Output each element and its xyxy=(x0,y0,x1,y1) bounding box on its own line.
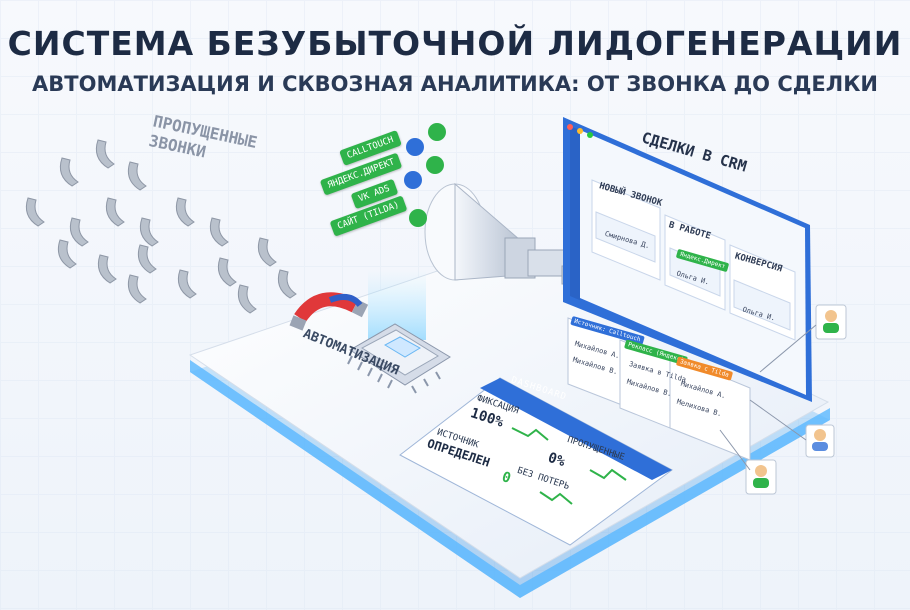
page-subtitle: АВТОМАТИЗАЦИЯ И СКВОЗНАЯ АНАЛИТИКА: ОТ З… xyxy=(32,72,878,96)
chip-icon xyxy=(347,323,451,394)
source-icons xyxy=(404,123,446,227)
page-title: СИСТЕМА БЕЗУБЫТОЧНОЙ ЛИДОГЕНЕРАЦИИ xyxy=(7,24,903,63)
magnet-icon xyxy=(289,292,369,331)
dashboard-panel xyxy=(399,377,673,546)
missed-phone-icons xyxy=(25,139,297,314)
avatar-icons xyxy=(719,304,847,495)
